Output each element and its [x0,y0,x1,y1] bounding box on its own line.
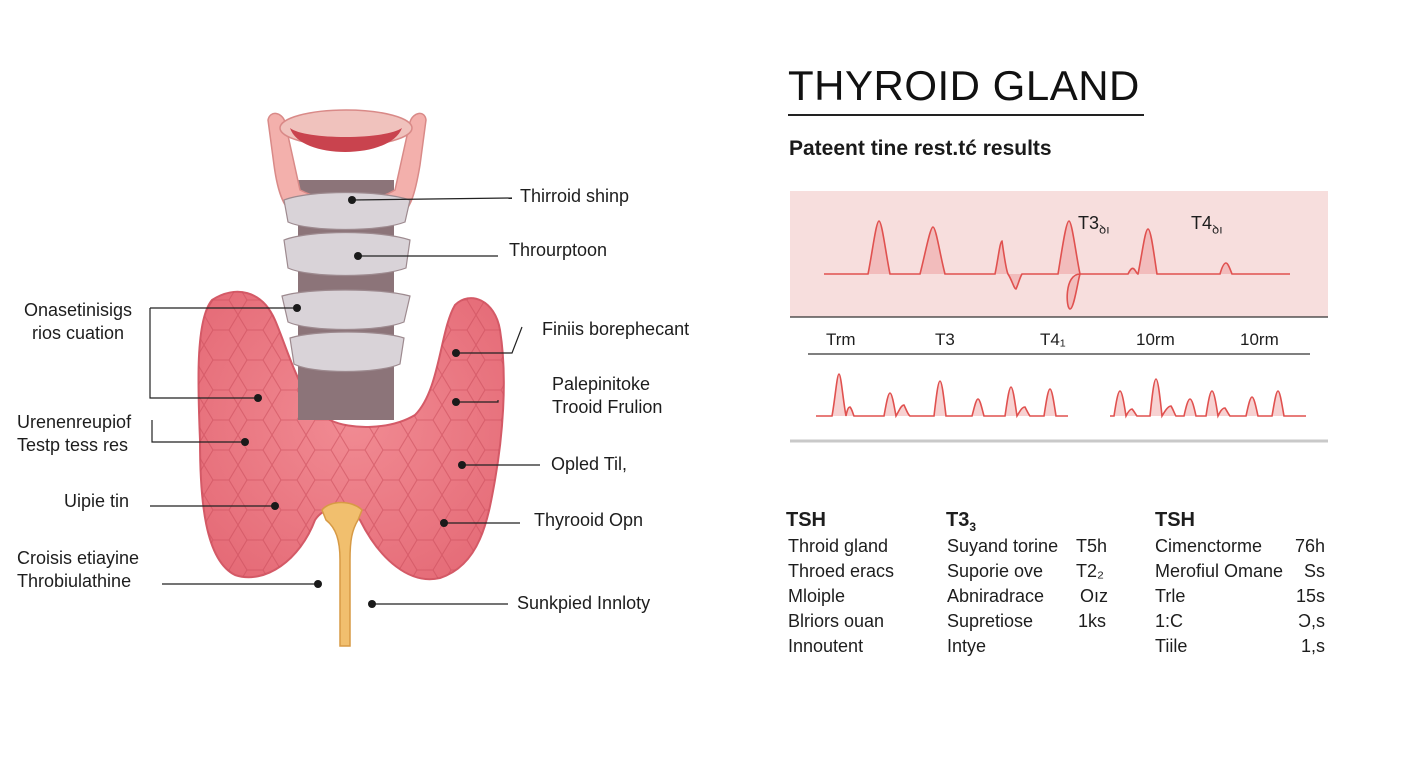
col3-row-3: Trle [1155,586,1186,606]
signal-trace-lower [816,373,1068,419]
col3-row-2: Merofiul Omane [1155,561,1284,581]
axis-tick-trm: Trm [826,330,856,349]
signal-trace-lower-right [1110,378,1306,419]
axis-tick-t3: T3 [935,330,955,349]
col2-header: T33 [946,509,976,534]
col3-value-2: Ss [1303,561,1325,581]
label-line: Palepinitoke [552,374,651,394]
label-urenenreupiof: Urenenreupiof Testp tess res [17,411,131,457]
col2-value-3: Oız [1080,586,1109,606]
col2-header-text: T3 [946,509,970,531]
col2-row-2: Suporie ove [947,561,1044,581]
col2-value-1: T5h [1076,536,1108,556]
col1-row-1: Throid gland [788,536,889,556]
label-line: Throurptoon [509,240,608,260]
left-leader-dots [241,304,322,588]
col3-value-3: 15s [1295,586,1325,606]
col3-value-1: 76h [1294,536,1325,556]
right-leader-lines [351,197,540,605]
label-throurptoon: Throurptoon [509,239,607,262]
col3-value-5: 1,s [1300,636,1325,656]
peak-label-t3-sub: ꝺı [1099,222,1110,237]
col2-header-sub: 3 [969,520,977,534]
col1-row-4: Blriors ouan [788,611,885,631]
label-line: Onasetinisigs [23,300,133,320]
axis-tick-10rm-b: 10rm [1240,330,1279,349]
label-line: Testp tess res [17,435,129,455]
label-line: Sunkpied Innloty [517,593,651,613]
page-title: THYROID GLAND [788,62,1140,109]
label-line: Throbiulathine [17,571,132,591]
label-palepinitoke: Palepinitoke Trooid Frulion [552,373,662,419]
col2-row-5: Intye [947,636,987,656]
stalk [321,501,363,647]
thyroid-illustration [149,109,540,647]
peak-label-t3: T3ꝺı [1078,213,1110,238]
signal-trace-upper [824,220,1290,310]
col2-value-4: 1ks [1078,611,1107,631]
peak-label-t3-text: T3 [1078,213,1100,233]
label-onasetinisigs: Onasetinisigs rios cuation [18,299,138,345]
label-finiis: Finiis borephecant [542,318,689,341]
title-underline [788,114,1144,116]
col3-value-4: Ɔ,s [1298,611,1325,631]
chart-background [790,191,1328,317]
col3-header: TSH [1155,509,1195,531]
label-thyrooid-opn: Thyrooid Opn [534,509,643,532]
peak-label-t4-text: T4 [1191,213,1213,233]
page-subtitle: Pateent tine rest.tć results [789,137,1052,160]
col3-row-5: Tiile [1155,636,1188,656]
col1-row-3: Mloiple [788,586,846,606]
col1-row-5: Innoutent [788,636,864,656]
label-thirroid-shinp: Thirroid shinp [520,185,629,208]
trachea [267,109,427,420]
label-line: Urenenreupiof [17,412,132,432]
col1-row-2: Throed eracs [788,561,895,581]
label-sunkpied: Sunkpied Innloty [517,592,650,615]
axis-tick-10rm-a: 10rm [1136,330,1175,349]
col2-row-4: Supretiose [947,611,1034,631]
col2-value-2: T2₂ [1076,561,1104,581]
label-line: Thyrooid Opn [534,510,644,530]
label-line: Uipie tin [64,491,130,511]
label-line: Opled Til, [551,454,628,474]
label-opled-til: Opled Til, [551,453,627,476]
right-leader-dots [348,196,466,608]
label-line: Finiis borephecant [542,319,690,339]
axis-tick-t4: T4₁ [1040,330,1066,349]
left-leader-lines [149,307,318,585]
label-line: Thirroid shinp [520,186,630,206]
col1-header: TSH [786,509,826,531]
col2-row-1: Suyand torine [947,536,1059,556]
peak-label-t4-sub: ꝺı [1212,222,1223,237]
label-line: rios cuation [31,323,125,343]
label-uipie-tin: Uipie tin [64,490,129,513]
col2-row-3: Abniradrace [947,586,1045,606]
signal-chart [790,191,1328,443]
peak-label-t4: T4ꝺı [1191,213,1223,238]
col3-row-4: 1:C [1155,611,1184,631]
label-line: Trooid Frulion [552,397,663,417]
label-croisis: Croisis etiayine Throbiulathine [17,547,139,593]
label-line: Croisis etiayine [17,548,140,568]
col3-row-1: Cimenctorme [1155,536,1263,556]
